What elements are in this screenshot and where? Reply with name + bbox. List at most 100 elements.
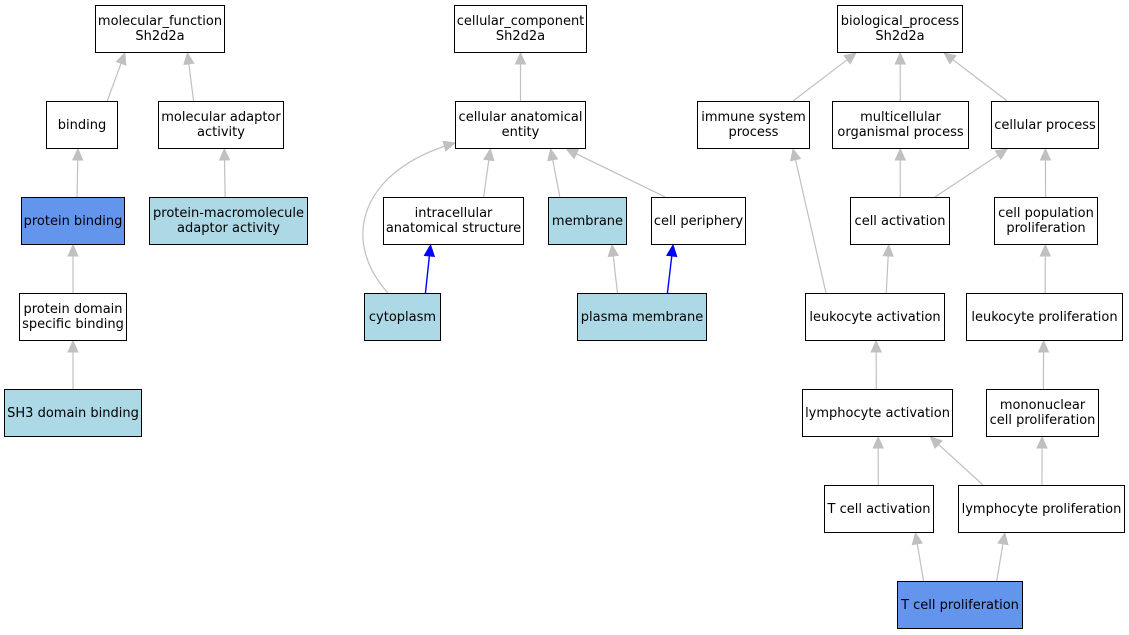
edge-line <box>188 63 195 102</box>
node-t-cell-proliferation[interactable]: T cell proliferation <box>897 581 1023 629</box>
edge-arrowhead <box>67 339 79 353</box>
node-molecular-function-root[interactable]: molecular_function Sh2d2a <box>95 5 225 53</box>
edge-plasma-to-membrane <box>607 243 620 294</box>
node-cell-activation[interactable]: cell activation <box>850 197 950 245</box>
edge-cellact-to-cellproc <box>934 148 1009 198</box>
edge-tact-to-lymphact <box>872 435 884 486</box>
edge-pm_adapt-to-mol_adapt <box>218 147 231 198</box>
edge-arrowhead <box>1037 339 1050 353</box>
edge-arrowhead <box>218 147 231 161</box>
node-sh3-domain-binding[interactable]: SH3 domain binding <box>4 389 142 437</box>
edge-prot_bind-to-binding <box>71 147 84 198</box>
edge-line <box>996 543 1004 582</box>
edge-periph-to-cae <box>565 148 666 198</box>
edge-cyto-to-cae <box>362 140 457 294</box>
edge-lymphprol-to-lymphact <box>929 436 984 486</box>
edge-arrowhead <box>872 435 884 449</box>
edge-arrowhead <box>894 51 907 65</box>
edge-line <box>934 154 999 198</box>
edge-arrowhead <box>483 147 495 162</box>
edge-line <box>76 159 79 198</box>
node-lymphocyte-proliferation[interactable]: lymphocyte proliferation <box>958 485 1125 533</box>
edge-arrowhead <box>870 339 882 353</box>
edge-line <box>424 255 431 294</box>
edge-tprol-to-tact <box>911 531 925 582</box>
node-immune-system-process[interactable]: immune system process <box>697 101 810 149</box>
edge-line <box>223 159 226 198</box>
edge-line <box>666 255 673 294</box>
edge-arrowhead <box>894 147 907 161</box>
edge-arrowhead <box>183 51 195 66</box>
edge-arrowhead <box>789 147 802 162</box>
edge-immune-to-bp_root <box>792 52 857 102</box>
edge-arrowhead <box>565 148 580 160</box>
edge-arrowhead <box>514 51 527 65</box>
edge-cyto-to-ias <box>423 243 436 294</box>
edge-tprol-to-lymphprol <box>996 531 1009 582</box>
edge-arrowhead <box>882 243 894 257</box>
edge-arrowhead <box>929 436 943 450</box>
edge-pd_bind-to-prot_bind <box>67 243 79 293</box>
edge-line <box>552 159 561 198</box>
edge-leukact-to-immune <box>789 147 827 294</box>
node-lymphocyte-activation[interactable]: lymphocyte activation <box>802 389 953 437</box>
node-intracellular-anatomical-structure[interactable]: intracellular anatomical structure <box>383 197 524 245</box>
node-multicellular-organismal-process[interactable]: multicellular organismal process <box>832 101 969 149</box>
edge-arrowhead <box>994 148 1009 161</box>
edge-lymphact-to-leukact <box>870 339 882 390</box>
node-membrane[interactable]: membrane <box>548 197 627 245</box>
edge-arrowhead <box>943 52 957 65</box>
edge-line <box>952 59 1008 102</box>
node-protein-domain-specific-binding[interactable]: protein domain specific binding <box>19 293 127 341</box>
edge-line <box>483 159 490 198</box>
edge-cellproc-to-bp_root <box>943 52 1008 102</box>
edge-arrowhead <box>843 52 857 65</box>
node-molecular-adaptor-activity[interactable]: molecular adaptor activity <box>158 101 284 149</box>
node-protein-macromolecule-adaptor-activity[interactable]: protein-macromolecule adaptor activity <box>149 197 308 245</box>
edge-line <box>938 443 984 486</box>
edge-arrowhead <box>442 140 457 152</box>
node-mononuclear-cell-proliferation[interactable]: mononuclear cell proliferation <box>986 389 1099 437</box>
edge-line <box>885 255 889 294</box>
edge-line <box>916 543 925 582</box>
edge-line <box>792 59 848 102</box>
edge-line <box>362 142 456 294</box>
node-cellular-anatomical-entity[interactable]: cellular anatomical entity <box>455 101 586 149</box>
node-binding[interactable]: binding <box>46 101 118 149</box>
edge-binding-to-mf_root <box>106 51 127 102</box>
node-cellular-component-root[interactable]: cellular_component Sh2d2a <box>454 5 587 53</box>
edge-cellpop-to-cellproc <box>1039 147 1052 198</box>
edge-arrowhead <box>607 243 620 258</box>
node-protein-binding[interactable]: protein binding <box>21 197 125 245</box>
node-leukocyte-activation[interactable]: leukocyte activation <box>805 293 945 341</box>
edge-line <box>575 153 666 198</box>
edge-arrowhead <box>547 147 559 162</box>
edge-sh3-to-pd_bind <box>67 339 79 389</box>
node-leukocyte-proliferation[interactable]: leukocyte proliferation <box>966 293 1123 341</box>
edge-multi-to-bp_root <box>894 51 907 102</box>
node-cell-population-proliferation[interactable]: cell population proliferation <box>994 197 1098 245</box>
edge-membrane-to-cae <box>547 147 561 198</box>
edge-cae-to-cc_root <box>514 51 527 101</box>
node-cell-periphery[interactable]: cell periphery <box>651 197 746 245</box>
edge-mol_adapt-to-mf_root <box>183 51 195 102</box>
edge-arrowhead <box>1039 147 1052 161</box>
edge-arrowhead <box>67 243 79 257</box>
node-biological-process-root[interactable]: biological_process Sh2d2a <box>837 5 963 53</box>
edge-arrowhead <box>115 51 127 66</box>
edge-mono-to-leukprol <box>1037 339 1050 390</box>
edge-line <box>612 255 619 294</box>
node-cytoplasm[interactable]: cytoplasm <box>364 293 441 341</box>
edge-plasma-to-periph <box>665 243 678 294</box>
node-t-cell-activation[interactable]: T cell activation <box>824 485 934 533</box>
node-plasma-membrane[interactable]: plasma membrane <box>577 293 707 341</box>
edge-line <box>794 159 827 294</box>
edge-leukprol-to-cellpop <box>1039 243 1052 294</box>
edge-cellact-to-multi <box>894 147 907 198</box>
edge-ias-to-cae <box>483 147 495 198</box>
edge-line <box>106 63 122 102</box>
node-cellular-process[interactable]: cellular process <box>991 101 1099 149</box>
edge-leukact-to-cellact <box>882 243 894 294</box>
